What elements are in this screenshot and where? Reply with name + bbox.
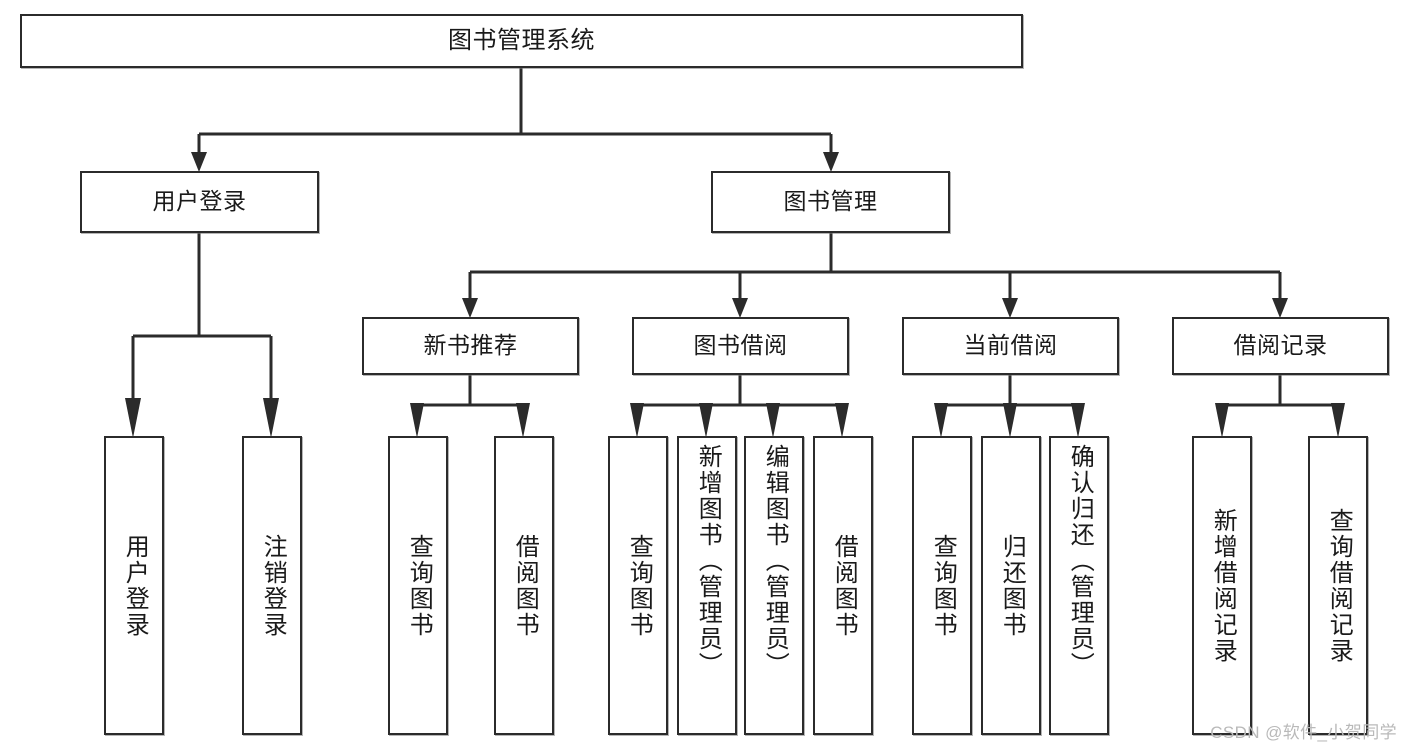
leaf-add-borrow-record[interactable]: 新增借阅记录 bbox=[1192, 436, 1252, 735]
node-borrow-record[interactable]: 借阅记录 bbox=[1172, 317, 1389, 375]
node-label: 用户登录 bbox=[121, 533, 149, 638]
leaf-borrow-book-recommend[interactable]: 借阅图书 bbox=[494, 436, 554, 735]
leaf-query-book-borrow[interactable]: 查询图书 bbox=[608, 436, 668, 735]
leaf-query-book-recommend[interactable]: 查询图书 bbox=[388, 436, 448, 735]
node-label: 图书借阅 bbox=[693, 332, 788, 359]
leaf-query-book-current[interactable]: 查询图书 bbox=[912, 436, 972, 735]
node-label: 新增图书（管理员） bbox=[694, 444, 722, 678]
node-label: 注销登录 bbox=[259, 533, 287, 638]
leaf-add-book-admin[interactable]: 新增图书（管理员） bbox=[677, 436, 737, 735]
node-label: 归还图书 bbox=[998, 533, 1026, 638]
leaf-return-book[interactable]: 归还图书 bbox=[981, 436, 1041, 735]
leaf-edit-book-admin[interactable]: 编辑图书（管理员） bbox=[744, 436, 804, 735]
node-book-borrow[interactable]: 图书借阅 bbox=[632, 317, 849, 375]
node-label: 查询图书 bbox=[625, 533, 653, 638]
node-label: 查询借阅记录 bbox=[1325, 507, 1353, 664]
node-label: 借阅记录 bbox=[1233, 332, 1328, 359]
node-label: 当前借阅 bbox=[963, 332, 1058, 359]
node-root-book-management-system[interactable]: 图书管理系统 bbox=[20, 14, 1023, 68]
csdn-watermark: CSDN @软件_小贺同学 bbox=[1210, 723, 1397, 742]
node-label: 查询图书 bbox=[929, 533, 957, 638]
leaf-confirm-return-admin[interactable]: 确认归还（管理员） bbox=[1049, 436, 1109, 735]
node-label: 新书推荐 bbox=[423, 332, 518, 359]
node-label: 图书管理 bbox=[783, 188, 878, 215]
node-user-login[interactable]: 用户登录 bbox=[80, 171, 319, 233]
leaf-user-logout[interactable]: 注销登录 bbox=[242, 436, 302, 735]
leaf-borrow-book[interactable]: 借阅图书 bbox=[813, 436, 873, 735]
leaf-query-borrow-record[interactable]: 查询借阅记录 bbox=[1308, 436, 1368, 735]
node-label: 确认归还（管理员） bbox=[1066, 444, 1094, 678]
node-label: 编辑图书（管理员） bbox=[761, 444, 789, 678]
node-label: 图书管理系统 bbox=[448, 26, 595, 54]
node-current-borrow[interactable]: 当前借阅 bbox=[902, 317, 1119, 375]
node-label: 查询图书 bbox=[405, 533, 433, 638]
node-label: 借阅图书 bbox=[830, 533, 858, 638]
node-book-management[interactable]: 图书管理 bbox=[711, 171, 950, 233]
node-label: 借阅图书 bbox=[511, 533, 539, 638]
node-label: 新增借阅记录 bbox=[1209, 507, 1237, 664]
node-new-book-recommend[interactable]: 新书推荐 bbox=[362, 317, 579, 375]
node-label: 用户登录 bbox=[152, 188, 247, 215]
leaf-user-login[interactable]: 用户登录 bbox=[104, 436, 164, 735]
